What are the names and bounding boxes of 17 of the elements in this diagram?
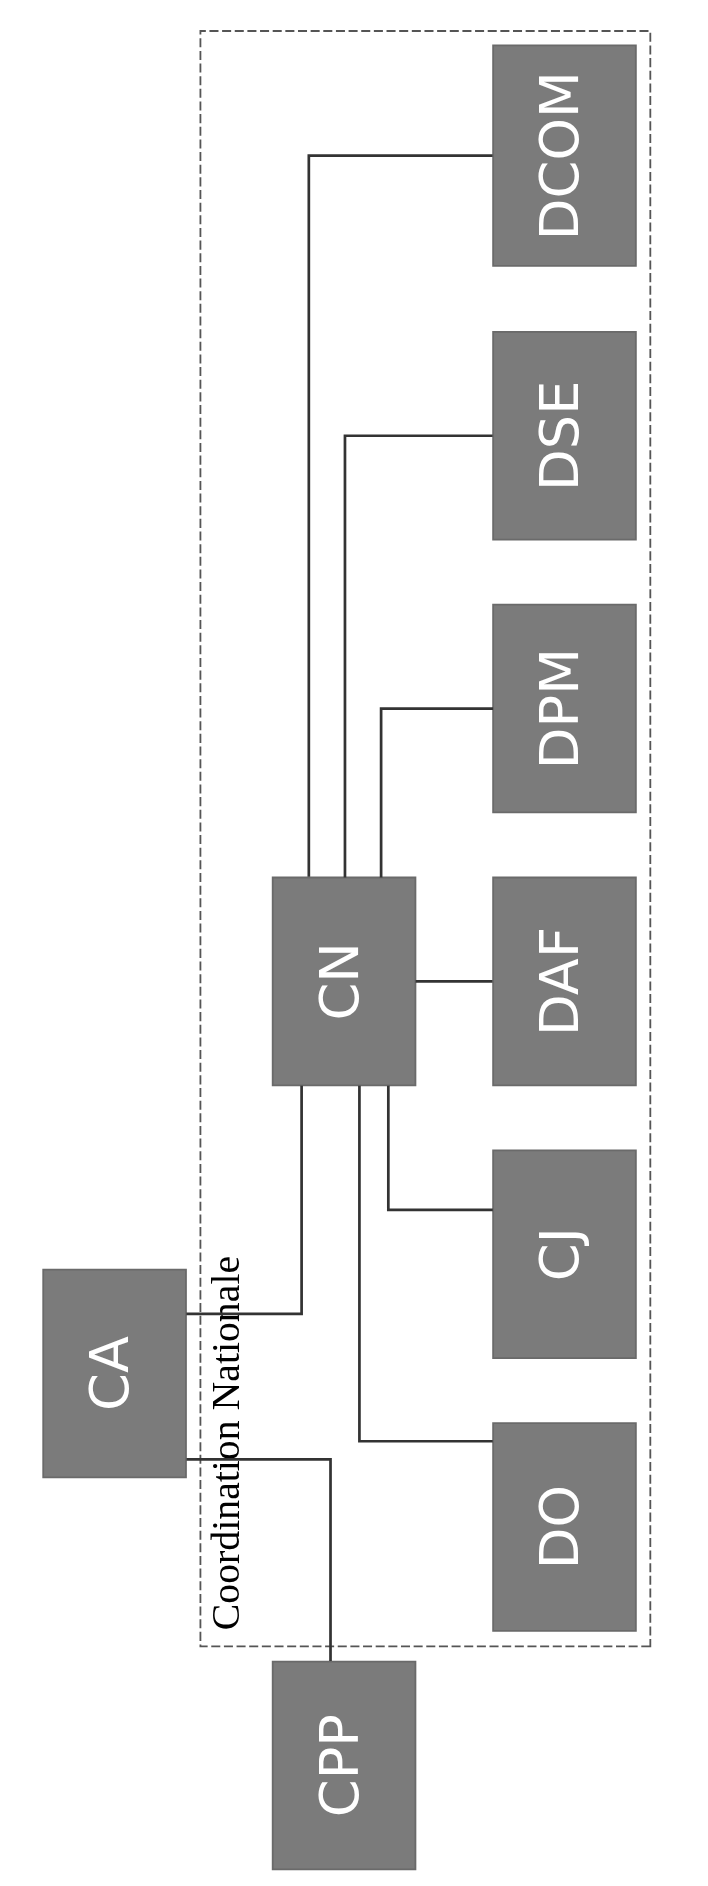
connector bbox=[379, 707, 494, 878]
connector bbox=[358, 1085, 493, 1443]
node-box: DPM bbox=[492, 603, 637, 814]
node-box: DCOM bbox=[492, 44, 637, 267]
connector bbox=[386, 1085, 493, 1212]
node-box: CN bbox=[271, 876, 417, 1087]
node-box: DSE bbox=[492, 330, 637, 541]
node-box: DAF bbox=[492, 876, 637, 1087]
connector bbox=[186, 1457, 332, 1661]
connector bbox=[343, 434, 493, 878]
connector bbox=[415, 980, 493, 983]
connector bbox=[307, 154, 493, 877]
node-box: CPP bbox=[271, 1660, 417, 1871]
connector bbox=[186, 1085, 303, 1316]
node-box: CA bbox=[42, 1268, 187, 1479]
node-box: CJ bbox=[492, 1149, 637, 1360]
node-box: DO bbox=[492, 1422, 637, 1632]
